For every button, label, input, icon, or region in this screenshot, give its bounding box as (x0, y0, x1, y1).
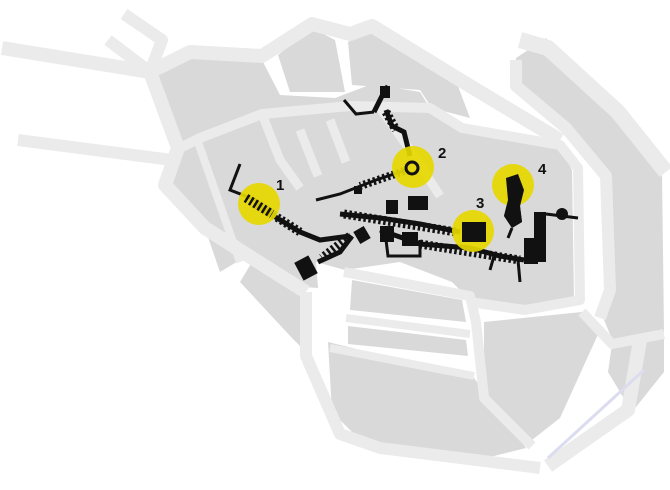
room-central-3 (380, 226, 394, 242)
road-south-3 (345, 314, 471, 338)
tunnel-north-stub (342, 99, 375, 116)
marker-1-circle[interactable] (238, 183, 280, 225)
tunnel-east-drop (488, 255, 496, 271)
road-south-1 (300, 292, 541, 474)
room-southwest (294, 255, 318, 281)
block-south-1 (350, 280, 466, 322)
shaft-east (556, 208, 568, 220)
marker-1-label: 1 (276, 177, 284, 194)
room-north-1 (380, 86, 390, 98)
road-nw-4 (120, 9, 168, 75)
block-upper (278, 28, 345, 92)
block-south-2 (348, 326, 468, 356)
room-marker-4-overlay (504, 174, 524, 228)
road-internal-3 (325, 118, 351, 164)
block-southeast (484, 312, 600, 440)
road-ring-north (146, 17, 564, 147)
marker-2[interactable]: 2 (392, 145, 446, 188)
room-central-2 (408, 196, 428, 210)
road-east-inner (510, 60, 616, 321)
road-internal-1 (257, 112, 304, 191)
tunnel-west-1-ties-overlay (243, 194, 275, 218)
road-south-2 (343, 267, 536, 450)
marker-4-label: 4 (538, 161, 547, 178)
road-south-4 (329, 344, 475, 380)
tunnel-central-2-ties (419, 239, 521, 265)
tunnel-central-1-ties (343, 209, 457, 237)
road-nw-2 (17, 134, 173, 166)
road-west-edge (194, 140, 244, 264)
tunnel-marker-4-stem (506, 227, 514, 239)
block-bottom (328, 342, 526, 462)
road-east-curve (517, 32, 670, 177)
road-central-perimeter (177, 101, 585, 315)
tunnel-west-2 (316, 234, 354, 265)
shaft-marker-2-overlay (404, 160, 420, 176)
road-nw-3 (104, 35, 154, 77)
road-internal-2 (295, 128, 323, 178)
roads (0, 9, 670, 474)
marker-3-label: 3 (476, 195, 484, 212)
road-nw-1 (0, 41, 152, 79)
room-marker-3-overlay (462, 222, 486, 242)
road-east-south (578, 308, 665, 349)
marker-2-label: 2 (438, 145, 446, 162)
room-north-2 (354, 186, 362, 194)
water-edge (546, 368, 646, 460)
marker-1[interactable]: 1 (238, 177, 284, 225)
room-east-block (524, 238, 538, 264)
room-central-5 (353, 225, 371, 245)
tunnel-west-1-ties (253, 200, 303, 236)
tunnel-west-2-ties (319, 232, 353, 262)
road-ring-west (143, 69, 310, 298)
block-north (348, 30, 470, 118)
road-far-southeast (543, 338, 647, 472)
marker-2-circle[interactable] (392, 146, 434, 188)
room-central-4 (402, 232, 418, 246)
tunnel-east-drop-2 (516, 259, 522, 283)
tunnel-central-loop (384, 239, 422, 258)
tunnel-north-2-ties (382, 109, 400, 133)
room-central-1 (386, 200, 398, 214)
